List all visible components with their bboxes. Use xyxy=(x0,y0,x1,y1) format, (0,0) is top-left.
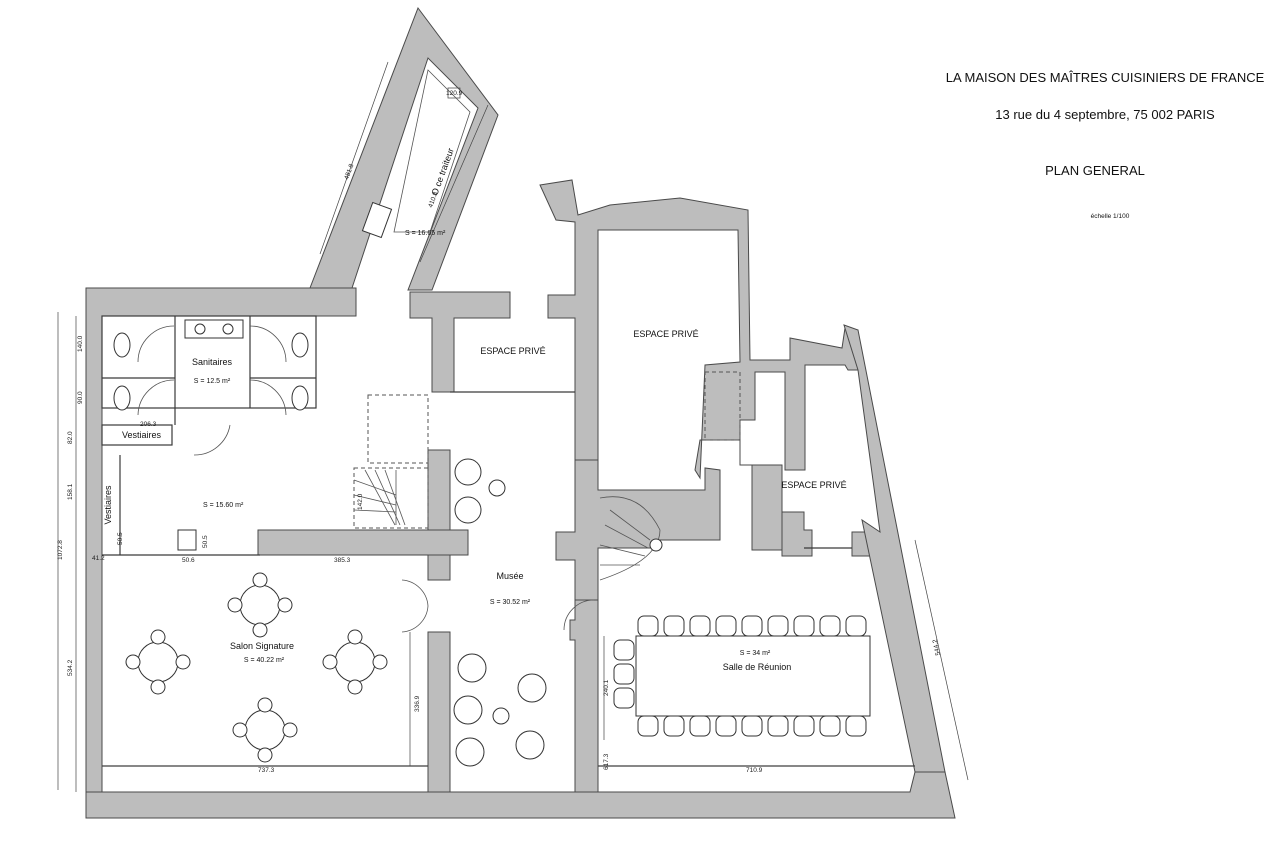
wall-mid-left xyxy=(427,449,451,581)
wall-right-lower xyxy=(781,511,813,557)
dim-505b: 50.5 xyxy=(202,535,209,548)
stairs xyxy=(353,469,663,581)
chair xyxy=(793,715,815,737)
label-salon: Salon Signature xyxy=(230,641,294,651)
label-vestiaires-2: Vestiaires xyxy=(103,485,113,525)
chair xyxy=(689,615,711,637)
wall-musee-right xyxy=(569,599,599,793)
dim-506: 50.6 xyxy=(182,557,195,564)
round-table-right xyxy=(322,629,388,695)
dim-3853: 385.3 xyxy=(334,557,351,564)
area-musee: S = 30.52 m² xyxy=(490,599,531,606)
dim-142: 142.0 xyxy=(357,493,364,510)
round-table-left xyxy=(125,629,191,695)
round-table-top xyxy=(227,572,293,638)
musee-seating xyxy=(453,458,547,767)
chair xyxy=(767,615,789,637)
pillar xyxy=(177,529,197,551)
dim-2401: 240.1 xyxy=(603,679,610,696)
building-title: LA MAISON DES MAÎTRES CUISINIERS DE FRAN… xyxy=(945,70,1265,85)
area-sanitaires: S = 12.5 m² xyxy=(194,378,231,385)
reunion-table xyxy=(613,615,871,737)
chair xyxy=(767,715,789,737)
doors xyxy=(137,325,595,633)
chair xyxy=(845,615,867,637)
chair xyxy=(637,615,659,637)
label-vestiaires: Vestiaires xyxy=(122,430,162,440)
chair xyxy=(613,639,635,661)
sink-icon xyxy=(361,201,393,239)
wall-right-outer xyxy=(843,324,946,773)
chair xyxy=(715,715,737,737)
chair xyxy=(663,615,685,637)
wall-traiteur xyxy=(309,6,499,291)
scale-label: échelle 1/100 xyxy=(1090,213,1130,220)
dim-120: 120.9 xyxy=(446,90,463,97)
chair xyxy=(819,615,841,637)
round-table-bottom xyxy=(232,697,298,763)
toilet-icon xyxy=(291,385,309,411)
wall-mid-left-lower xyxy=(427,631,451,793)
toilets xyxy=(113,319,309,411)
dim-5442: 544.2 xyxy=(932,638,942,656)
plan-title: PLAN GENERAL xyxy=(1045,163,1145,178)
chair xyxy=(715,615,737,637)
chair xyxy=(741,715,763,737)
label-espace-prive-3: ESPACE PRIVÉ xyxy=(781,480,846,490)
toilet-icon xyxy=(113,385,131,411)
dim-505: 50.5 xyxy=(117,532,124,545)
meeting-table xyxy=(635,635,871,717)
building-address: 13 rue du 4 septembre, 75 002 PARIS xyxy=(995,107,1215,122)
area-hall: S = 15.60 m² xyxy=(203,502,244,509)
dim-1072: 1072.8 xyxy=(57,540,64,560)
label-musee: Musée xyxy=(496,571,523,581)
area-salon: S = 40.22 m² xyxy=(244,657,285,664)
chair xyxy=(845,715,867,737)
vestiaires-box xyxy=(101,424,173,446)
chair xyxy=(613,687,635,709)
dim-90: 90.0 xyxy=(77,391,84,404)
dim-7109: 710.9 xyxy=(746,767,763,774)
chair xyxy=(793,615,815,637)
wall-salon-top xyxy=(257,529,469,556)
toilet-icon xyxy=(113,332,131,358)
chair xyxy=(741,615,763,637)
label-reunion: Salle de Réunion xyxy=(723,662,792,672)
label-sanitaires: Sanitaires xyxy=(192,357,233,367)
toilet-icon xyxy=(291,332,309,358)
label-espace-prive-2: ESPACE PRIVÉ xyxy=(633,329,698,339)
dimension-lines xyxy=(57,61,969,792)
washbasin-icon xyxy=(184,319,244,339)
dim-140: 140.0 xyxy=(77,335,84,352)
area-traiteur: S = 16.65 m² xyxy=(405,230,446,237)
dashed-outlines xyxy=(353,371,741,529)
chair xyxy=(689,715,711,737)
wall-bottom xyxy=(85,771,956,819)
dim-3369: 336.9 xyxy=(414,695,421,712)
wall-stair-block xyxy=(555,459,721,601)
chair xyxy=(613,663,635,685)
dim-158: 158.1 xyxy=(67,483,74,500)
sanitaires-box xyxy=(101,315,317,409)
dim-412: 41.2 xyxy=(92,555,105,562)
dim-6173: 617.3 xyxy=(603,753,610,770)
area-reunion: S = 34 m² xyxy=(740,650,771,657)
chair xyxy=(663,715,685,737)
salon-tables xyxy=(125,572,388,763)
chair xyxy=(637,715,659,737)
dimension-labels: 481.8 410.8 120.9 140.0 90.0 82.0 158.1 … xyxy=(57,90,942,774)
chair xyxy=(819,715,841,737)
dim-7373: 737.3 xyxy=(258,767,275,774)
dim-206: 206.3 xyxy=(140,421,157,428)
wall-top-mid xyxy=(409,291,511,393)
walls xyxy=(85,6,956,819)
dim-82: 82.0 xyxy=(67,431,74,444)
label-espace-prive-1: ESPACE PRIVÉ xyxy=(480,346,545,356)
dim-534: 534.2 xyxy=(67,659,74,676)
